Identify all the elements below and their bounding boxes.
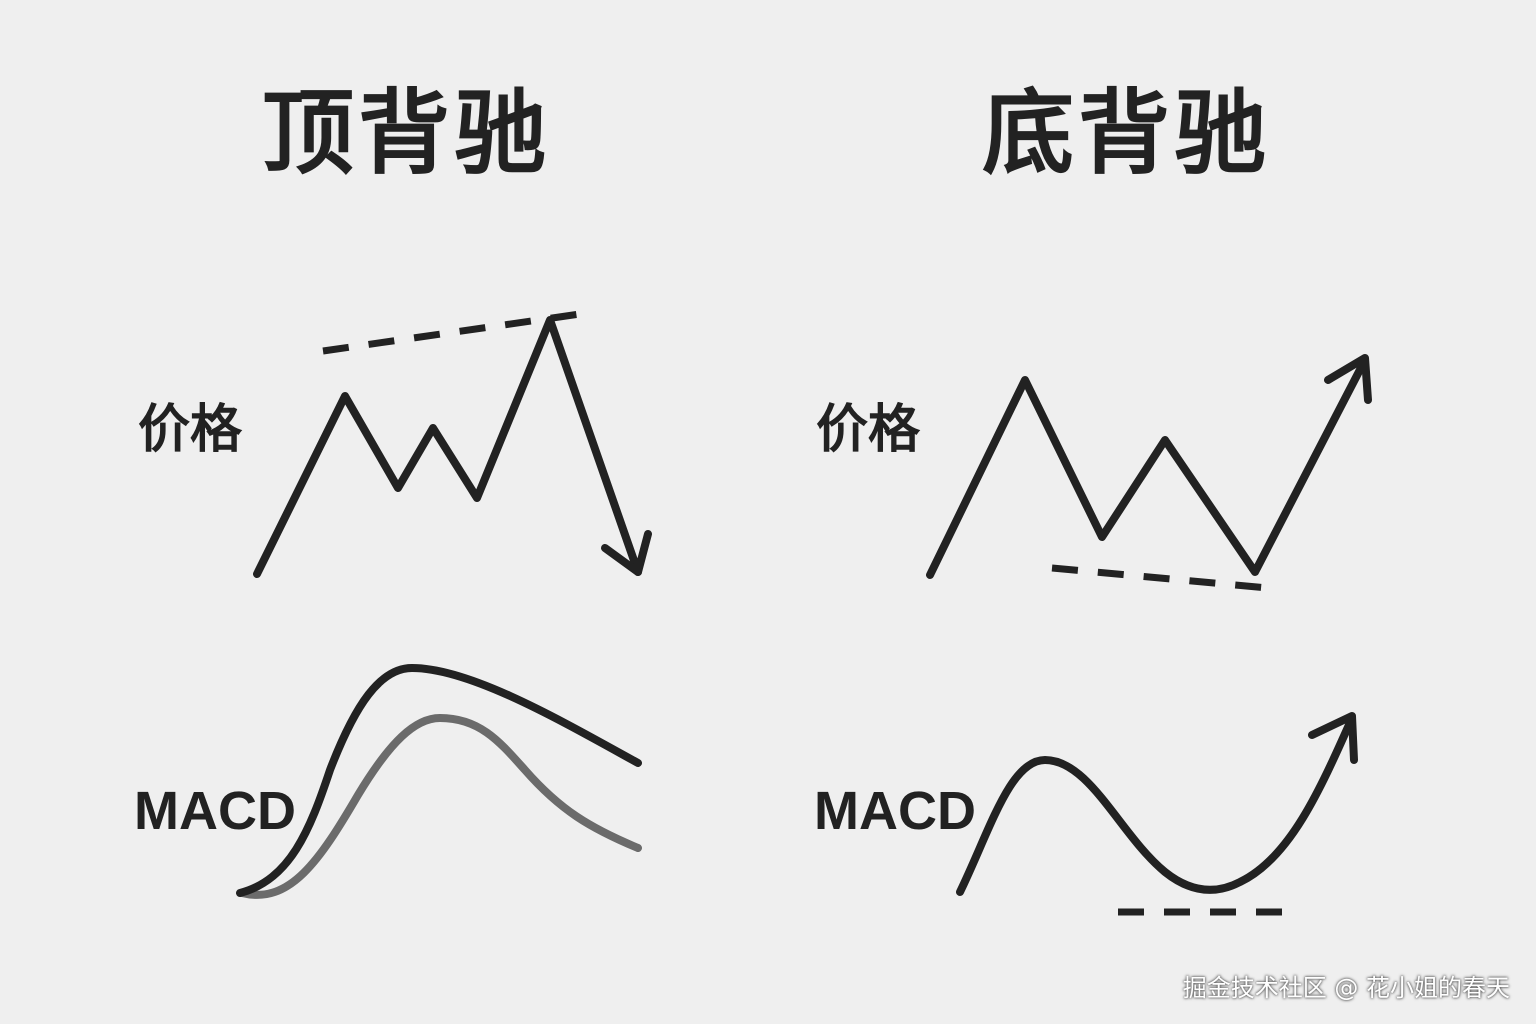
price-line-right	[926, 356, 1369, 579]
watermark: 掘金技术社区 @ 花小姐的春天	[1182, 974, 1510, 1002]
macd-line-left	[236, 664, 642, 897]
price-line-left	[253, 316, 642, 578]
up-arrow-head-price	[1324, 354, 1372, 404]
macd-label-right: MACD	[814, 781, 976, 841]
macd-signal-line-left	[238, 713, 642, 899]
macd-label-left: MACD	[134, 781, 296, 841]
top-divergence-title: 顶背驰	[262, 80, 551, 187]
price-label-left: 价格	[138, 400, 243, 460]
bottom-divergence-title: 底背驰	[982, 80, 1271, 187]
down-arrow-head	[601, 530, 652, 576]
macd-line-right	[956, 714, 1356, 896]
price-low-trendline-right	[1051, 564, 1269, 592]
up-arrow-head-macd	[1308, 712, 1358, 764]
price-label-right: 价格	[816, 400, 921, 460]
